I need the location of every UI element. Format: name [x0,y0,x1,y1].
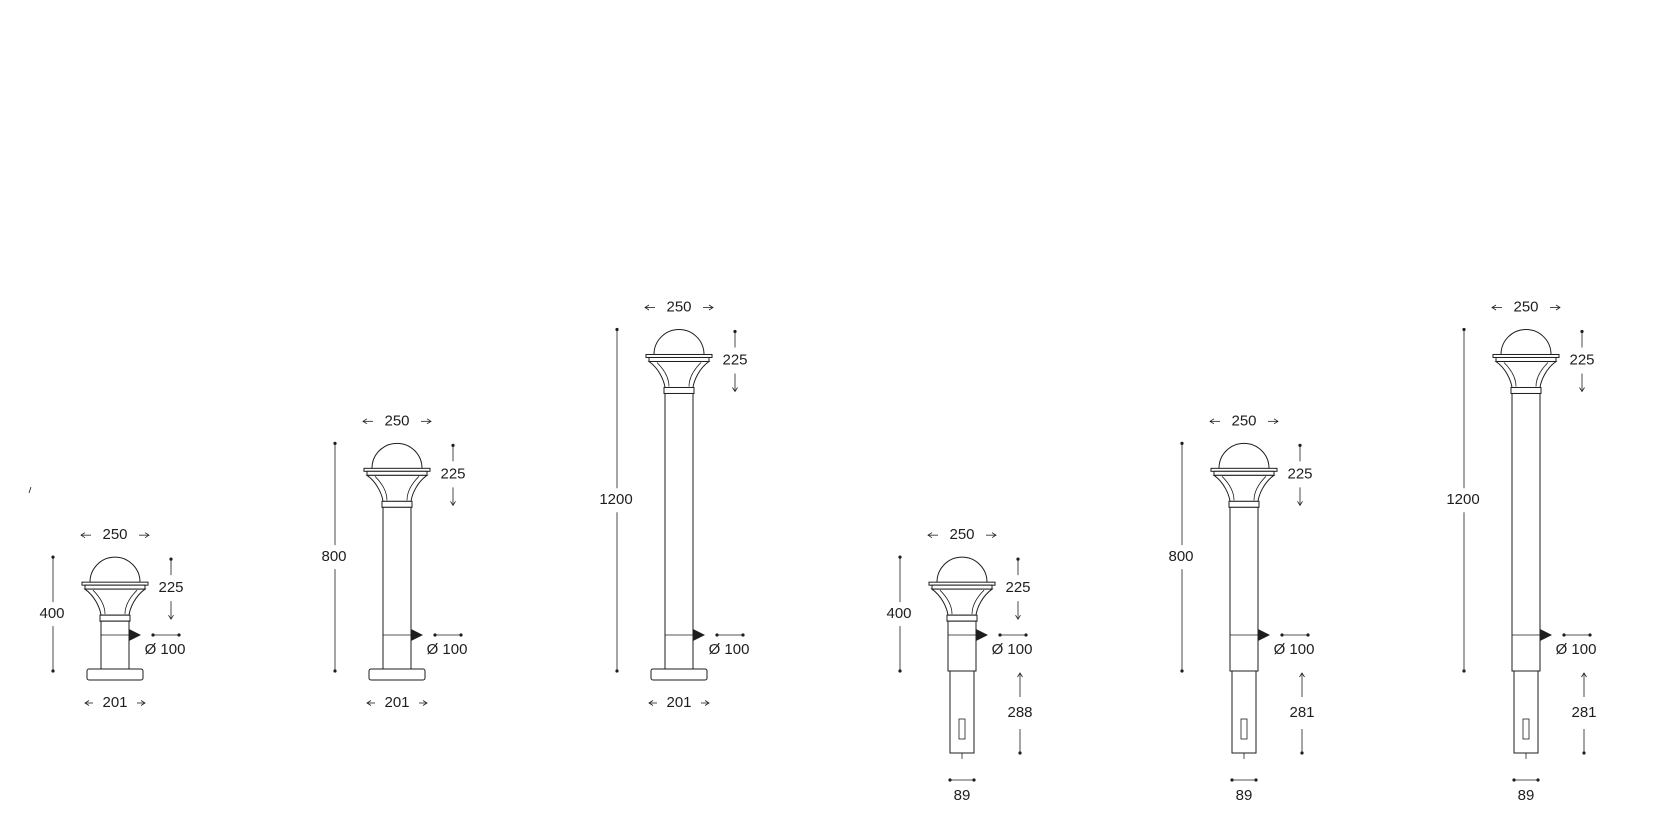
base-width-label: 201 [666,694,691,711]
neck-collar [1510,386,1542,394]
dome-cover [936,556,988,583]
neck-rib [939,589,985,615]
base-flange [368,668,426,681]
head-lens-band [366,470,428,476]
pole-diameter-label: Ø 100 [709,641,750,658]
dome-cover [1218,442,1270,469]
spike-width-label: 89 [1518,787,1535,804]
bollard-2: 201 250 225 800 Ø 100 [318,412,468,711]
spike-length-label: 288 [1007,704,1032,721]
diameter-arrow-icon [129,629,141,641]
base-width-label: 201 [384,694,409,711]
spike-length-label: 281 [1571,704,1596,721]
head-width-label: 250 [102,526,127,543]
diameter-arrow-icon [411,629,423,641]
overall-height-label: 800 [1168,548,1193,565]
flared-neck [83,588,147,616]
base-flange [86,668,144,681]
dome-cover [653,329,705,355]
pole-diameter-label: Ø 100 [992,641,1033,658]
diameter-arrow-icon [693,629,705,641]
flared-neck [930,588,994,616]
pole-diameter-label: Ø 100 [427,641,468,658]
bollard-1: 201 250 225 400 Ø 100 [36,526,186,711]
flared-neck [365,474,429,502]
pole [1511,392,1541,672]
head-width-label: 250 [384,412,409,429]
head-lens-band [648,356,710,362]
diameter-arrow-icon [1540,629,1552,641]
diameter-arrow-icon [1258,629,1270,641]
spike-length-label: 281 [1289,704,1314,721]
diameter-arrow-icon [976,629,988,641]
pole [100,620,130,672]
head-height-label: 225 [440,465,465,482]
head-height-label: 225 [722,351,747,368]
head-lens-band [1213,470,1275,476]
head-width-label: 250 [1231,412,1256,429]
overall-height-label: 400 [39,605,64,622]
spike-slot [958,718,966,740]
neck-collar [381,500,413,508]
pole-diameter-label: Ø 100 [1556,641,1597,658]
spike-slot [1240,718,1248,740]
overall-height-label: 1200 [599,491,632,508]
pole [664,392,694,672]
pole-diameter-label: Ø 100 [1274,641,1315,658]
flared-neck [1494,360,1558,388]
pole [947,620,977,672]
head-lens-band [931,584,993,590]
head-height-label: 225 [1287,465,1312,482]
bollard-5: 281 89 250 225 800 Ø 100 [1165,412,1315,804]
bollard-6: 281 89 250 225 1200 Ø 100 [1443,298,1597,804]
head-width-label: 250 [949,526,974,543]
head-height-label: 225 [158,579,183,596]
head-lens-band [84,584,146,590]
head-width-label: 250 [1513,298,1538,315]
neck-collar [1228,500,1260,508]
neck-rib [1221,476,1267,501]
head-height-label: 225 [1005,579,1030,596]
neck-rib [92,589,138,615]
stray-mark [28,486,32,494]
overall-height-label: 1200 [1446,491,1479,508]
flared-neck [647,360,711,388]
ground-spike [949,670,975,754]
overall-height-label: 400 [886,605,911,622]
base-flange [650,668,708,681]
head-height-label: 225 [1569,351,1594,368]
head-lens-band [1495,356,1557,362]
pole [1229,506,1259,672]
pole-diameter-label: Ø 100 [145,641,186,658]
neck-rib [374,476,420,501]
neck-collar [946,614,978,622]
spike-width-label: 89 [954,787,971,804]
overall-height-label: 800 [321,548,346,565]
neck-collar [99,614,131,622]
bollard-3: 201 250 225 1200 Ø 100 [596,298,750,711]
dome-cover [89,556,141,583]
base-width-label: 201 [102,694,127,711]
dome-cover [371,442,423,469]
ground-spike [1231,670,1257,754]
bollards-layer: 201 250 225 400 Ø 100 201 250 225 800 Ø 100 201 250… [28,298,1597,804]
neck-collar [663,386,695,394]
ground-spike [1513,670,1539,754]
flared-neck [1212,474,1276,502]
bollard-4: 288 89 250 225 400 Ø 100 [883,526,1033,804]
neck-rib [656,362,702,387]
head-width-label: 250 [666,298,691,315]
dome-cover [1500,329,1552,355]
spike-slot [1522,718,1530,740]
spike-width-label: 89 [1236,787,1253,804]
pole [382,506,412,672]
neck-rib [1503,362,1549,387]
